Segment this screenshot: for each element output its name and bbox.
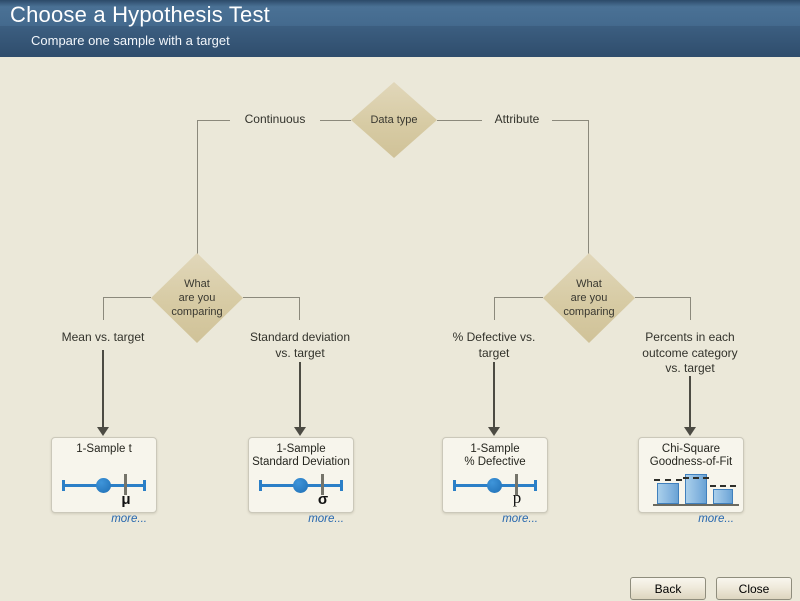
- edge-label-continuous: Continuous: [230, 112, 320, 126]
- interval-end-tick: [453, 480, 456, 491]
- decision-node-comparing-attribute: What are you comparing: [543, 253, 635, 343]
- page-subtitle: Compare one sample with a target: [31, 33, 230, 48]
- decision-node-comparing-continuous: What are you comparing: [151, 253, 243, 343]
- sample-estimate-dot: [293, 478, 308, 493]
- axis-baseline: [653, 504, 739, 506]
- sample-estimate-dot: [96, 478, 111, 493]
- connector-line: [494, 297, 543, 298]
- interval-end-tick: [534, 480, 537, 491]
- connector-line: [494, 297, 495, 320]
- more-link-1-sample-stdev[interactable]: more...: [308, 513, 344, 525]
- bar: [685, 474, 707, 504]
- branch-label-defective: % Defective vs. target: [452, 330, 536, 360]
- p-symbol: p: [512, 488, 522, 507]
- interval-end-tick: [143, 480, 146, 491]
- card-title: 1-Sample % Defective: [464, 443, 526, 469]
- connector-line: [197, 120, 198, 256]
- sigma-symbol: σ: [317, 491, 329, 508]
- connector-line: [243, 297, 300, 298]
- connector-line: [588, 120, 589, 256]
- arrow-head-icon: [294, 427, 306, 436]
- card-1-sample-t[interactable]: 1-Sample t μ: [51, 437, 157, 513]
- card-1-sample-pct-defective[interactable]: 1-Sample % Defective p: [442, 437, 548, 513]
- arrow-line: [102, 350, 104, 427]
- header: Choose a Hypothesis Test Compare one sam…: [0, 0, 800, 57]
- bar-chart-icon: [639, 438, 743, 512]
- target-tick: [321, 474, 324, 495]
- interval-plot-icon: p: [443, 474, 547, 510]
- decision-node-label: Data type: [370, 113, 418, 126]
- connector-line: [690, 297, 691, 320]
- page-title: Choose a Hypothesis Test: [10, 2, 270, 27]
- back-button[interactable]: Back: [630, 577, 706, 600]
- bar: [713, 489, 733, 504]
- arrow-head-icon: [488, 427, 500, 436]
- edge-label-attribute: Attribute: [482, 112, 552, 126]
- expected-dash-line: [710, 485, 736, 487]
- close-button[interactable]: Close: [716, 577, 792, 600]
- connector-line: [103, 297, 104, 320]
- card-1-sample-stdev[interactable]: 1-Sample Standard Deviation σ: [248, 437, 354, 513]
- interval-end-tick: [340, 480, 343, 491]
- branch-label-percents: Percents in each outcome category vs. ta…: [642, 330, 738, 376]
- mu-symbol: μ: [121, 491, 131, 508]
- arrow-head-icon: [97, 427, 109, 436]
- arrow-line: [493, 362, 495, 427]
- target-tick: [515, 474, 518, 495]
- card-title: 1-Sample t: [76, 443, 132, 455]
- target-tick: [124, 474, 127, 495]
- branch-label-mean: Mean vs. target: [61, 330, 145, 344]
- decision-node-label: What are you comparing: [563, 277, 615, 319]
- connector-line: [299, 297, 300, 320]
- arrow-line: [299, 362, 301, 427]
- decision-node-data-type: Data type: [351, 82, 437, 158]
- connector-line: [103, 297, 151, 298]
- arrow-head-icon: [684, 427, 696, 436]
- card-title: Chi-Square Goodness-of-Fit: [649, 443, 733, 469]
- interval-end-tick: [259, 480, 262, 491]
- more-link-1-sample-t[interactable]: more...: [111, 513, 147, 525]
- more-link-1-sample-pct-defective[interactable]: more...: [502, 513, 538, 525]
- expected-dash-line: [654, 479, 682, 481]
- card-title: 1-Sample Standard Deviation: [252, 443, 350, 469]
- branch-label-stdev: Standard deviation vs. target: [249, 330, 351, 360]
- interval-plot-icon: μ: [52, 474, 156, 510]
- interval-end-tick: [62, 480, 65, 491]
- more-link-chi-square-gof[interactable]: more...: [698, 513, 734, 525]
- bar: [657, 483, 679, 504]
- connector-line: [635, 297, 690, 298]
- arrow-line: [689, 376, 691, 427]
- interval-plot-icon: σ: [249, 474, 353, 510]
- expected-dash-line: [683, 477, 709, 479]
- sample-estimate-dot: [487, 478, 502, 493]
- card-chi-square-gof[interactable]: Chi-Square Goodness-of-Fit: [638, 437, 744, 513]
- decision-node-label: What are you comparing: [171, 277, 223, 319]
